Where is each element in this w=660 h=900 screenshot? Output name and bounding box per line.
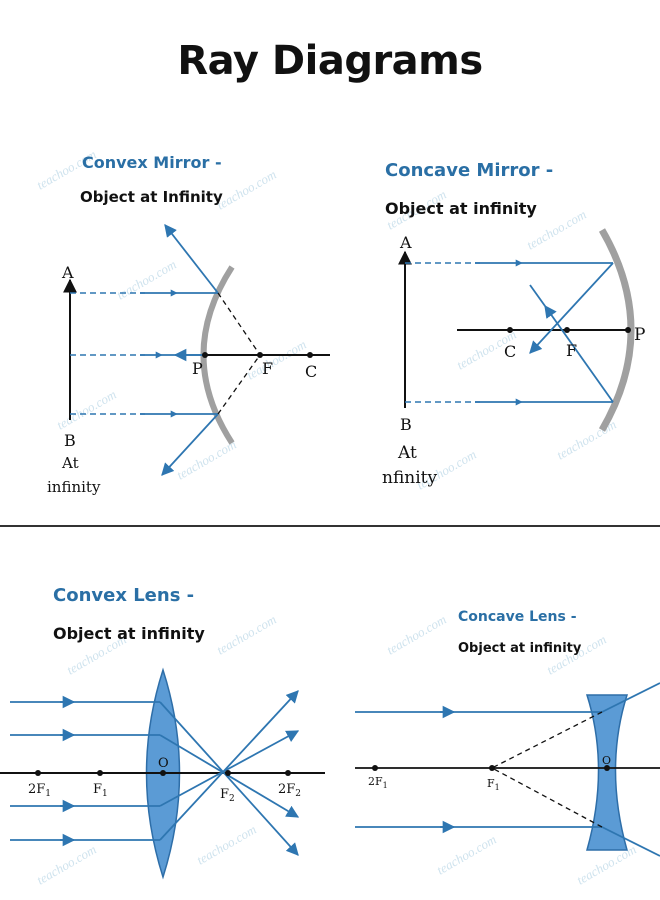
reflected-ray-bottom	[544, 304, 614, 403]
watermark-text: teachoo.com	[384, 612, 449, 658]
convex-lens-subheading: Object at infinity	[53, 624, 205, 643]
concave-lens-diagram: teachoo.com teachoo.com teachoo.com teac…	[355, 609, 660, 888]
convex-mirror-heading: Convex Mirror -	[82, 153, 222, 172]
label-p: P	[634, 325, 645, 345]
label-at: At	[61, 454, 79, 472]
convex-lens-diagram: teachoo.com teachoo.com teachoo.com teac…	[0, 585, 325, 888]
watermark-text: teachoo.com	[214, 612, 279, 658]
label-o: O	[602, 754, 611, 767]
label-f: F	[566, 341, 577, 360]
convex-lens-heading: Convex Lens -	[53, 585, 194, 606]
concave-lens-body	[585, 694, 629, 851]
concave-mirror-diagram: teachoo.com teachoo.com teachoo.com teac…	[382, 160, 645, 493]
label-2f1: 2F1	[28, 782, 51, 799]
label-c: C	[504, 342, 516, 361]
diverging-rays	[601, 682, 660, 857]
label-o: O	[158, 756, 169, 771]
watermark-layer: teachoo.com teachoo.com teachoo.com teac…	[384, 187, 619, 493]
incident-rays	[10, 695, 160, 847]
label-f2: F2	[220, 787, 235, 804]
watermark-text: teachoo.com	[244, 337, 309, 383]
label-p: P	[192, 359, 203, 378]
label-a: A	[399, 233, 412, 252]
label-f: F	[262, 359, 273, 378]
incident-rays	[355, 705, 602, 834]
watermark-text: teachoo.com	[434, 832, 499, 878]
label-b: B	[400, 415, 412, 434]
label-2f1: 2F1	[368, 775, 388, 790]
watermark-text: teachoo.com	[34, 842, 99, 888]
reflected-ray-top	[529, 262, 614, 354]
label-infinity: infinity	[47, 478, 101, 496]
label-2f2: 2F2	[278, 782, 301, 799]
label-f1: F1	[487, 777, 500, 792]
watermark-text: teachoo.com	[194, 822, 259, 868]
refracted-rays	[159, 690, 300, 856]
concave-lens-heading: Concave Lens -	[458, 609, 577, 625]
concave-mirror-heading: Concave Mirror -	[385, 160, 553, 181]
watermark-text: teachoo.com	[54, 387, 119, 433]
page-title: Ray Diagrams	[177, 38, 483, 84]
reflected-ray-top	[164, 224, 219, 294]
reflected-ray-bottom	[161, 413, 219, 476]
watermark-text: teachoo.com	[114, 257, 179, 303]
convex-mirror-subheading: Object at Infinity	[80, 188, 223, 206]
convex-mirror-diagram: teachoo.com teachoo.com teachoo.com teac…	[34, 147, 330, 496]
watermark-text: teachoo.com	[214, 167, 279, 213]
label-a: A	[61, 263, 74, 282]
label-c: C	[305, 362, 317, 381]
section-divider	[0, 525, 660, 527]
label-infinity: nfinity	[382, 468, 438, 488]
label-f1: F1	[93, 782, 108, 799]
label-b: B	[64, 431, 76, 450]
label-at: At	[397, 443, 417, 463]
concave-mirror-subheading: Object at infinity	[385, 199, 537, 218]
concave-lens-subheading: Object at infinity	[458, 641, 582, 656]
